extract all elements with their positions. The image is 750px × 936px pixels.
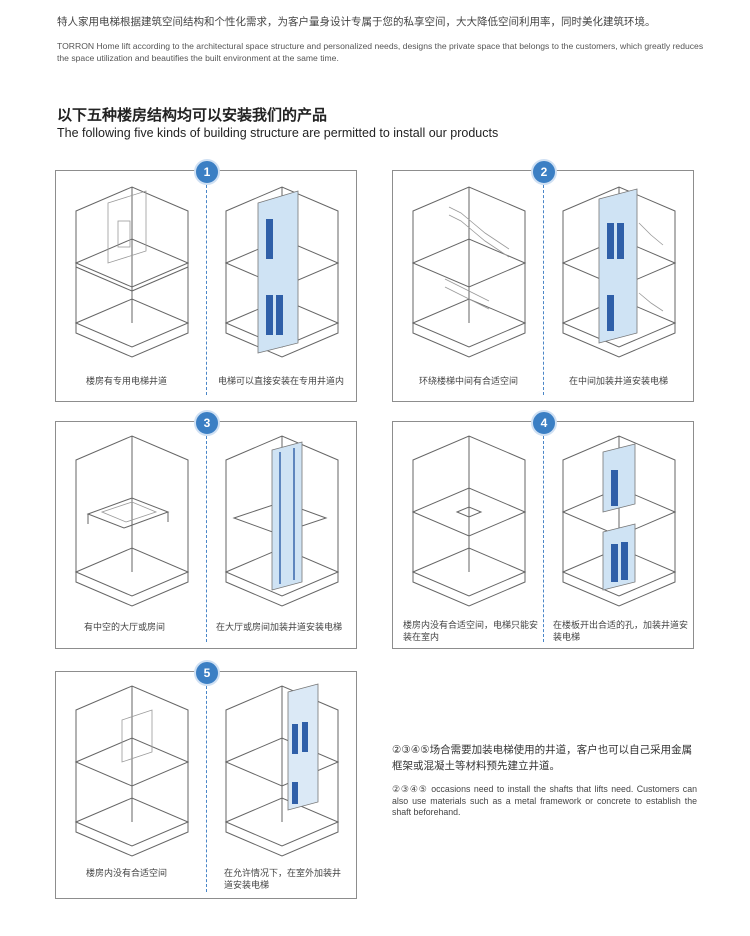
note-cn: ②③④⑤场合需要加装电梯使用的井道，客户也可以自己采用金属框架或混凝土等材料预先… bbox=[392, 744, 693, 772]
caption-left: 楼房有专用电梯井道 bbox=[86, 377, 168, 387]
intro-cn: 特人家用电梯根据建筑空间结构和个性化需求，为客户量身设计专属于您的私享空间，大大… bbox=[57, 16, 656, 28]
panel-1: 楼房有专用电梯井道 电梯可以直接安装在专用井道内 bbox=[55, 170, 357, 402]
section-title-en: The following five kinds of building str… bbox=[57, 126, 499, 140]
panel-divider bbox=[206, 436, 207, 642]
caption-right: 在中间加装井道安装电梯 bbox=[569, 377, 669, 387]
panel-number-badge: 1 bbox=[194, 159, 220, 185]
panel-2: 环绕楼梯中间有合适空间 在中间加装井道安装电梯 bbox=[392, 170, 694, 402]
panel-4: 楼房内没有合适空间，电梯只能安装在室内 在楼板开出合适的孔，加装井道安装电梯 bbox=[392, 421, 694, 649]
building-lift-illustration bbox=[555, 183, 683, 365]
panel-divider bbox=[206, 686, 207, 892]
building-plain-illustration bbox=[68, 682, 196, 862]
building-plain-illustration bbox=[68, 432, 196, 612]
caption-left: 楼房内没有合适空间 bbox=[86, 869, 168, 879]
panel-divider bbox=[206, 185, 207, 395]
building-lift-illustration bbox=[218, 432, 346, 612]
building-plain-illustration bbox=[405, 183, 533, 365]
caption-left: 环绕楼梯中间有合适空间 bbox=[419, 377, 519, 387]
panel-number-badge: 4 bbox=[531, 410, 557, 436]
building-lift-illustration bbox=[555, 432, 683, 612]
panel-divider bbox=[543, 436, 544, 642]
building-lift-illustration bbox=[218, 682, 346, 862]
building-plain-illustration bbox=[405, 432, 533, 612]
note-en: ②③④⑤ occasions need to install the shaft… bbox=[392, 784, 697, 817]
intro-en: TORRON Home lift according to the archit… bbox=[57, 41, 704, 63]
building-lift-illustration bbox=[218, 183, 346, 365]
caption-right: 在允许情况下，在室外加装井道安装电梯 bbox=[224, 869, 342, 891]
building-plain-illustration bbox=[68, 183, 196, 365]
caption-right: 在大厅或房间加装井道安装电梯 bbox=[216, 623, 343, 633]
caption-right: 在楼板开出合适的孔，加装井道安装电梯 bbox=[553, 621, 689, 643]
caption-left: 楼房内没有合适空间，电梯只能安装在室内 bbox=[403, 621, 539, 643]
panel-number-badge: 5 bbox=[194, 660, 220, 686]
section-title-cn: 以下五种楼房结构均可以安装我们的产品 bbox=[57, 106, 328, 124]
panel-number-badge: 3 bbox=[194, 410, 220, 436]
caption-left: 有中空的大厅或房间 bbox=[84, 623, 166, 633]
panel-5: 楼房内没有合适空间 在允许情况下，在室外加装井道安装电梯 bbox=[55, 671, 357, 899]
panel-divider bbox=[543, 185, 544, 395]
panel-3: 有中空的大厅或房间 在大厅或房间加装井道安装电梯 bbox=[55, 421, 357, 649]
panel-number-badge: 2 bbox=[531, 159, 557, 185]
caption-right: 电梯可以直接安装在专用井道内 bbox=[218, 377, 345, 387]
